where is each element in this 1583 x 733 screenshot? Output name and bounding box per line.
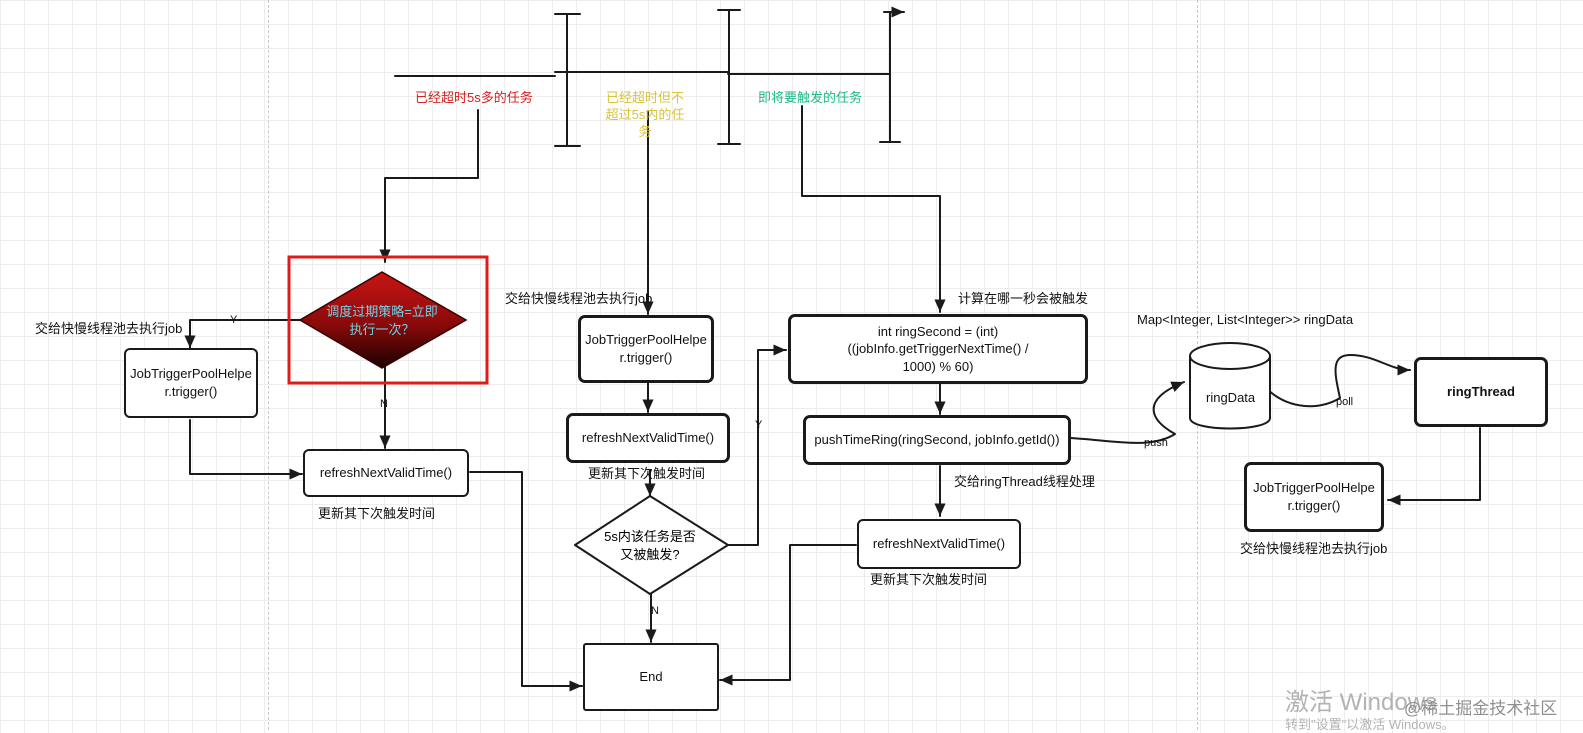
watermark-credit: @稀土掘金技术社区 (1404, 699, 1558, 718)
refresh-box: refreshNextValidTime() (303, 449, 469, 497)
refresh-note: 更新其下次触发时间 (870, 572, 988, 587)
decision-diamond-red (298, 271, 468, 369)
handoff-note: 交给快慢线程池去执行job (1240, 541, 1388, 556)
refresh-box: refreshNextValidTime() (566, 413, 730, 463)
handoff-note: 交给快慢线程池去执行job (505, 291, 653, 306)
timeline-label-overdue: 已经超时5s多的任务 (415, 90, 533, 105)
compute-note: 计算在哪一秒会被触发 (958, 291, 1089, 306)
connector (469, 471, 583, 692)
handoff-note: 交给快慢线程池去执行job (35, 321, 183, 336)
guide-line (268, 0, 269, 730)
connector (719, 544, 857, 686)
watermark-activate: 激活 Windows (1285, 689, 1438, 716)
ring-second-box: int ringSecond = (int)((jobInfo.getTrigg… (788, 314, 1088, 384)
poll-label: poll (1336, 396, 1354, 408)
highlight-frame (287, 255, 489, 385)
connector (184, 319, 301, 349)
push-connector (1069, 381, 1185, 444)
handoff-note: 交给ringThread线程处理 (954, 474, 1095, 489)
no-label: N (651, 605, 659, 617)
trigger-box: JobTriggerPoolHelper.trigger() (124, 348, 258, 418)
timeline-label-within: 已经超时但不超过5s内的任务 (605, 90, 685, 139)
storage-cylinder-top (1189, 342, 1271, 370)
end-box: End (583, 643, 719, 711)
timeline-marker (717, 9, 741, 145)
connector (728, 344, 787, 546)
refresh-note: 更新其下次触发时间 (588, 466, 706, 481)
trigger-box: JobTriggerPoolHelper.trigger() (1244, 462, 1384, 532)
yes-label: Y (755, 419, 763, 431)
decision-diamond (574, 495, 729, 595)
push-box: pushTimeRing(ringSecond, jobInfo.getId()… (803, 415, 1071, 465)
decision-text-expire-policy: 调度过期策略=立即执行一次？ (326, 304, 438, 337)
timeline-marker (554, 13, 581, 147)
timeline-label-upcoming: 即将要触发的任务 (758, 90, 863, 105)
push-label: push (1144, 437, 1168, 449)
storage-cylinder (1189, 355, 1271, 430)
yes-label: Y (230, 314, 238, 326)
storage-label: ringData (1206, 390, 1256, 405)
connector (801, 105, 946, 313)
no-label: N (380, 398, 388, 410)
ring-map-label: Map<Integer, List<Integer>> ringData (1137, 312, 1354, 327)
trigger-box: JobTriggerPoolHelper.trigger() (578, 315, 714, 383)
connector (189, 419, 303, 480)
refresh-note: 更新其下次触发时间 (318, 506, 436, 521)
decision-text-retriggered: 5s内该任务是否又被触发? (604, 529, 696, 562)
ring-thread-box: ringThread (1414, 357, 1548, 427)
connector (379, 109, 479, 263)
refresh-box: refreshNextValidTime() (857, 519, 1021, 569)
poll-connector (1267, 354, 1411, 408)
connector (1387, 427, 1481, 506)
watermark-settings: 转到"设置"以激活 Windows。 (1285, 717, 1455, 732)
